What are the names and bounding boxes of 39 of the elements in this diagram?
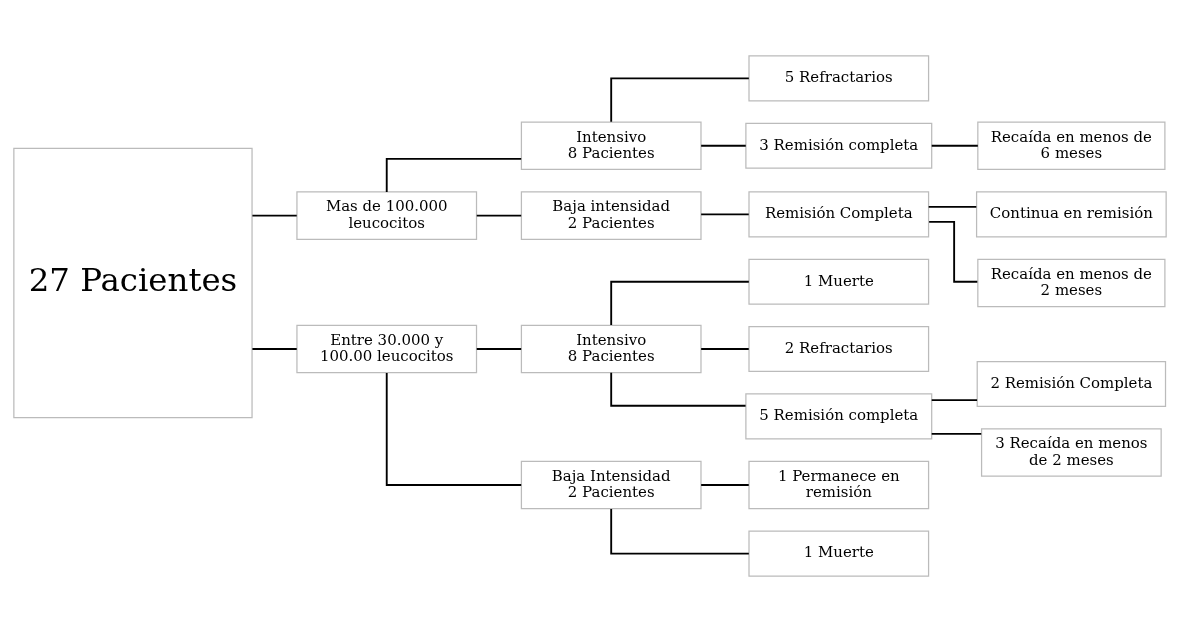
connector	[928, 220, 979, 283]
node-box: Recaída en menos de 6 meses	[977, 121, 1166, 171]
node-box: 3 Recaída en menos de 2 meses	[980, 428, 1162, 477]
node-box: 27 Pacientes	[13, 147, 253, 419]
connector	[927, 205, 978, 208]
node-box: Continua en remisión	[975, 191, 1167, 238]
node-box: Mas de 100.000 leucocitos	[296, 191, 478, 240]
node-box: 2 Remisión Completa	[976, 360, 1167, 408]
connector	[385, 372, 523, 486]
connector	[930, 399, 978, 402]
node-box: 3 Remisión completa	[745, 122, 933, 169]
connector	[700, 213, 750, 216]
connector	[610, 77, 750, 123]
node-box: Intensivo 8 Pacientes	[520, 121, 702, 171]
connector	[610, 280, 750, 327]
connector	[385, 157, 523, 193]
connector	[610, 371, 747, 407]
connector	[700, 144, 747, 147]
node-box: 1 Permanece en remisión	[748, 460, 930, 510]
node-box: Recaída en menos de 2 meses	[977, 258, 1166, 308]
connector	[610, 508, 750, 555]
node-box: 5 Refractarios	[748, 55, 930, 102]
node-box: Intensivo 8 Pacientes	[520, 324, 702, 374]
connector	[251, 214, 298, 217]
node-box: 1 Muerte	[748, 530, 930, 577]
connector	[475, 348, 523, 350]
connector	[930, 432, 983, 435]
node-box: Baja intensidad 2 Pacientes	[520, 191, 702, 240]
connector	[700, 348, 750, 350]
node-box: 5 Remisión completa	[745, 393, 933, 440]
node-box: Baja Intensidad 2 Pacientes	[520, 460, 702, 510]
connector	[251, 348, 298, 350]
node-box: Remisión Completa	[748, 191, 930, 238]
node-box: 2 Refractarios	[748, 325, 930, 373]
connector	[700, 484, 750, 486]
node-box: 1 Muerte	[748, 258, 930, 305]
node-box: Entre 30.000 y 100.00 leucocitos	[296, 324, 478, 374]
connector	[475, 214, 523, 217]
connector	[930, 144, 979, 147]
